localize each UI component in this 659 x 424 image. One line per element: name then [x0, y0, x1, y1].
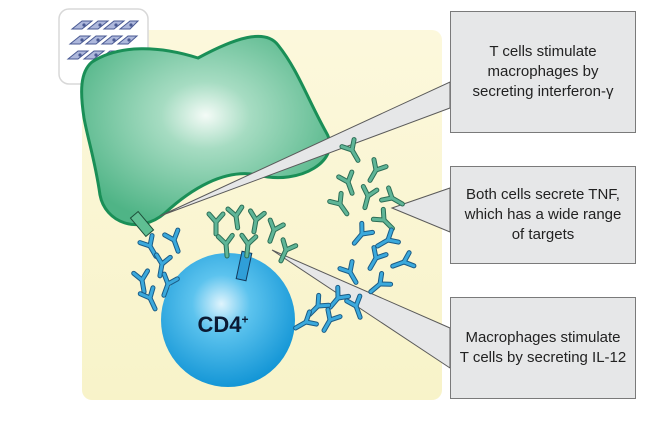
cytokine-blue	[161, 271, 180, 298]
cytokine-blue	[321, 307, 343, 333]
cytokine-green	[367, 157, 389, 183]
macrophage-cell	[80, 34, 332, 226]
callout-text: T cells stimulate macrophages by secreti…	[472, 43, 614, 100]
cytokine-blue	[390, 250, 417, 269]
cytokine-green	[379, 185, 405, 207]
cytokine-green	[267, 217, 286, 244]
cytokine-green	[360, 183, 380, 211]
callout-tnf: Both cells secrete TNF, which has a wide…	[450, 166, 636, 264]
callout-interferon-gamma: T cells stimulate macrophages by secreti…	[450, 11, 636, 133]
cytokine-blue	[137, 285, 158, 312]
macrophage-receptor	[129, 210, 155, 238]
cytokine-blue	[344, 293, 363, 320]
cytokine-green	[206, 211, 226, 237]
cytokine-blue	[337, 259, 359, 285]
cytokine-blue	[351, 220, 376, 246]
cytokine-green	[339, 137, 361, 163]
cd4-t-cell	[161, 253, 295, 387]
cytokine-green	[370, 206, 395, 231]
cd4-label: CD4+	[173, 312, 273, 338]
cytokine-blue	[367, 245, 389, 271]
cytokine-green	[225, 204, 245, 231]
cytokine-blue	[293, 309, 319, 331]
cytokine-green	[336, 169, 355, 196]
cytokine-blue	[375, 227, 401, 249]
cytokine-green	[215, 232, 235, 259]
cytokine-blue	[327, 284, 352, 310]
callout-text: Macrophages stimulate T cells by secreti…	[459, 329, 627, 366]
cytokine-blue	[162, 227, 181, 254]
cytokine-blue	[368, 270, 394, 295]
callout-text: Both cells secrete TNF, which has a wide…	[464, 186, 622, 243]
cytokine-blue	[137, 233, 159, 259]
cytokine-green	[239, 232, 259, 259]
cytokine-blue	[131, 268, 151, 295]
cytokine-blue	[153, 252, 173, 279]
cd4-label-superscript: +	[241, 312, 249, 327]
cytokine-green	[327, 190, 350, 217]
cytokine-green	[247, 208, 267, 235]
callout-il-12: Macrophages stimulate T cells by secreti…	[450, 297, 636, 399]
cytokine-molecules	[131, 137, 417, 333]
cd4-label-main: CD4	[197, 312, 242, 337]
cytokine-green	[278, 237, 299, 264]
